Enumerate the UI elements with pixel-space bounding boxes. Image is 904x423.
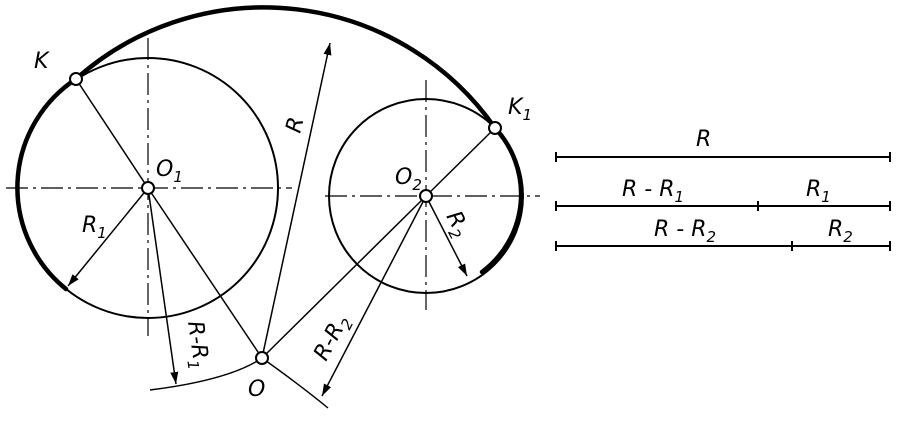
point-k1 (488, 121, 502, 135)
scale-label-r-minus-r2-sub: 2 (707, 228, 717, 246)
radius-arrow-r2 (425, 195, 468, 277)
scale-label-r-minus-r2: R - R2 (654, 217, 716, 246)
label-k1-main: K (508, 95, 524, 120)
radius-arrow-r1 (67, 187, 149, 287)
point-k (69, 72, 83, 86)
label-r1-circle: R1 (82, 213, 107, 242)
scale-label-r-minus-r2-main: R - R (654, 217, 707, 242)
arc-left-o1 (15, 76, 79, 292)
radius-arrow-r-r1 (147, 187, 179, 385)
label-o2-main: O (395, 165, 412, 190)
points (69, 72, 502, 365)
label-o1: O1 (156, 157, 183, 186)
label-k: K (34, 49, 50, 74)
line-o2-o (261, 195, 427, 359)
construction-lines (75, 78, 496, 359)
outline-arcs (15, 5, 524, 292)
arc-k-to-k1 (73, 5, 498, 131)
label-r1-circle-main: R (82, 213, 97, 238)
label-r1-circle-sub: 1 (97, 224, 107, 242)
radius-arrow-r-r2 (321, 195, 427, 397)
label-k1: K1 (508, 95, 532, 124)
label-r-main: R (282, 115, 310, 136)
scale-label-r2-sub: 2 (843, 228, 853, 246)
arc-through-o (149, 357, 329, 409)
scale-label-r-minus-r1-main: R - R (622, 177, 675, 202)
label-r-minus-r2-radius: R-R2 (309, 311, 357, 367)
scale-label-r2: R2 (828, 217, 853, 246)
center-lines (6, 38, 540, 336)
point-o1 (141, 181, 155, 195)
label-o: O (248, 377, 265, 402)
label-o1-main: O (156, 157, 173, 182)
label-o2-sub: 2 (412, 176, 422, 194)
label-o2: O2 (395, 165, 422, 194)
scale-label-r-minus-r1: R - R1 (622, 177, 684, 206)
scale-label-r2-main: R (828, 217, 843, 242)
label-r2-circle: R2 (437, 207, 474, 243)
radius-arrow-r (261, 42, 332, 359)
label-r-minus-r1-radius-sub: 1 (183, 359, 202, 371)
point-o2 (419, 189, 433, 203)
scale-label-r1-main: R (806, 177, 821, 202)
label-k1-sub: 1 (522, 106, 532, 124)
scale-label-r1-sub: 1 (821, 188, 831, 206)
label-r-minus-r1-radius-main: R-R (182, 319, 212, 361)
scale-label-r1: R1 (806, 177, 831, 206)
radius-arrows (67, 42, 468, 397)
scale-label-r-minus-r1-sub: 1 (675, 188, 685, 206)
line-k-o1 (75, 78, 149, 189)
arc-right-o2 (479, 125, 524, 275)
label-r-minus-r1-radius: R-R1 (178, 319, 213, 371)
label-o1-sub: 1 (173, 168, 183, 186)
line-k1-o2 (425, 127, 496, 197)
scale-bars (555, 152, 891, 251)
scale-label-r: R (696, 127, 711, 152)
line-o1-o (147, 187, 263, 359)
point-o (255, 351, 269, 365)
